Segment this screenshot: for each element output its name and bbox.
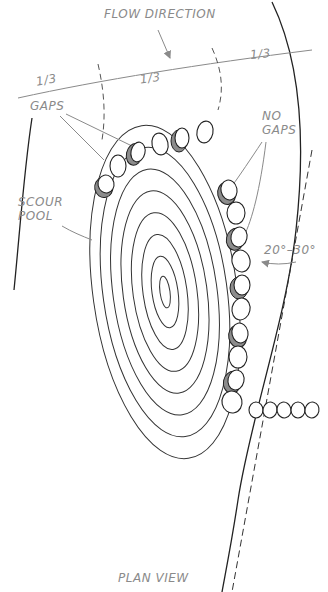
- scour-pool-contours: [70, 116, 259, 469]
- contour: [83, 139, 246, 445]
- rock: [230, 248, 252, 273]
- scour-pool-label: SCOUR POOL: [18, 196, 68, 224]
- contour: [158, 275, 172, 308]
- rock: [227, 202, 245, 224]
- rock: [230, 296, 252, 321]
- rock: [224, 225, 249, 253]
- rock: [195, 120, 215, 145]
- rock: [275, 401, 292, 420]
- no-gaps-label: NO GAPS: [262, 110, 306, 138]
- rock: [249, 402, 263, 418]
- rock: [110, 155, 126, 177]
- contour: [70, 116, 259, 469]
- right-bank: [222, 2, 301, 592]
- leader-line: [60, 114, 132, 160]
- fraction-label: 1/3: [249, 47, 271, 63]
- rock: [150, 132, 170, 157]
- angle-arc: [262, 262, 296, 264]
- rock-vane: [92, 120, 320, 420]
- rock: [92, 174, 116, 200]
- rock: [220, 389, 244, 415]
- view-title: PLAN VIEW: [118, 572, 189, 586]
- rock: [171, 128, 189, 152]
- rock: [124, 140, 147, 167]
- fraction-label: 1/3: [35, 72, 58, 89]
- third-divider: [98, 64, 104, 140]
- flow-arrow: [158, 30, 170, 58]
- contour: [109, 185, 221, 399]
- contour: [147, 255, 183, 330]
- contour: [135, 232, 195, 353]
- rock: [230, 275, 250, 299]
- rock: [226, 322, 251, 350]
- contour: [122, 208, 208, 375]
- rock: [303, 401, 320, 420]
- gaps-label: GAPS: [30, 100, 64, 114]
- fraction-label: 1/3: [139, 71, 162, 88]
- angle-label: 20°–30°: [264, 244, 316, 258]
- flow-direction-label: FLOW DIRECTION: [104, 8, 216, 22]
- rock: [229, 346, 247, 368]
- rock: [261, 401, 278, 420]
- rock: [291, 402, 305, 418]
- leader-line: [62, 226, 92, 240]
- contour: [96, 162, 234, 422]
- third-divider: [212, 48, 221, 110]
